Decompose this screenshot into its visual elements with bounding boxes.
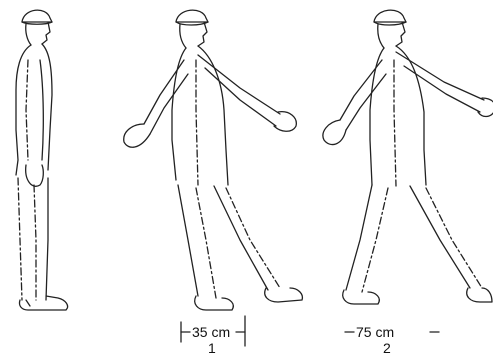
step-2-number: 2 [383,341,391,355]
step-1-figure [124,10,303,346]
step-2-distance-label: 75 cm [356,325,394,339]
step-2-figure [323,10,493,332]
step-1-distance-label: 35 cm [192,325,230,339]
step-1-number: 1 [208,341,216,355]
standing-figure [16,10,68,310]
